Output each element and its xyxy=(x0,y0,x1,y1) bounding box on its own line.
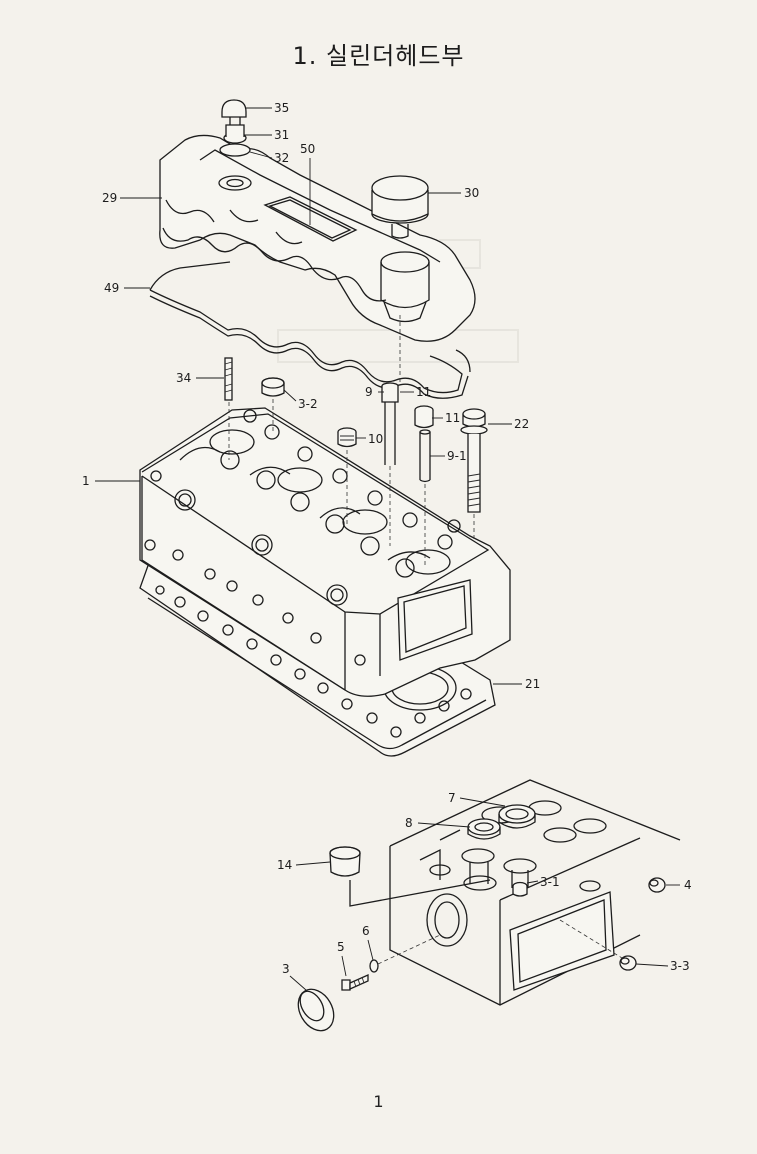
label-7: 7 xyxy=(448,791,456,805)
label-4: 4 xyxy=(684,878,692,892)
label-50: 50 xyxy=(300,142,315,156)
label-3-2: 3-2 xyxy=(298,397,318,411)
label-3-1: 3-1 xyxy=(540,875,560,889)
rocker-cover-drawing xyxy=(149,99,476,399)
label-3-3: 3-3 xyxy=(670,959,690,973)
label-30: 30 xyxy=(464,186,479,200)
label-32: 32 xyxy=(274,151,289,165)
label-10: 10 xyxy=(368,432,383,446)
label-11-upper: 11 xyxy=(416,385,431,399)
label-6: 6 xyxy=(362,924,370,938)
label-5: 5 xyxy=(337,940,345,954)
label-21: 21 xyxy=(525,677,540,691)
label-49: 49 xyxy=(104,281,119,295)
page-number: 1 xyxy=(373,1092,384,1111)
part-number-labels: 35 31 32 50 29 30 49 34 3-2 9 11 11 10 9… xyxy=(82,101,692,976)
label-14: 14 xyxy=(277,858,292,872)
label-9: 9 xyxy=(365,385,373,399)
detail-view-drawing xyxy=(297,779,681,1032)
small-parts-drawing xyxy=(224,357,488,513)
label-8: 8 xyxy=(405,816,413,830)
label-22: 22 xyxy=(514,417,529,431)
label-34: 34 xyxy=(176,371,191,385)
label-1: 1 xyxy=(82,474,90,488)
cylinder-head-drawing xyxy=(139,399,511,757)
label-11-lower: 11 xyxy=(445,411,460,425)
label-35: 35 xyxy=(274,101,289,115)
label-9-1: 9-1 xyxy=(447,449,467,463)
label-3: 3 xyxy=(282,962,290,976)
label-31: 31 xyxy=(274,128,289,142)
label-29: 29 xyxy=(102,191,117,205)
leader-lines xyxy=(95,107,680,991)
page-title: 1. 실린더헤드부 xyxy=(292,42,465,70)
